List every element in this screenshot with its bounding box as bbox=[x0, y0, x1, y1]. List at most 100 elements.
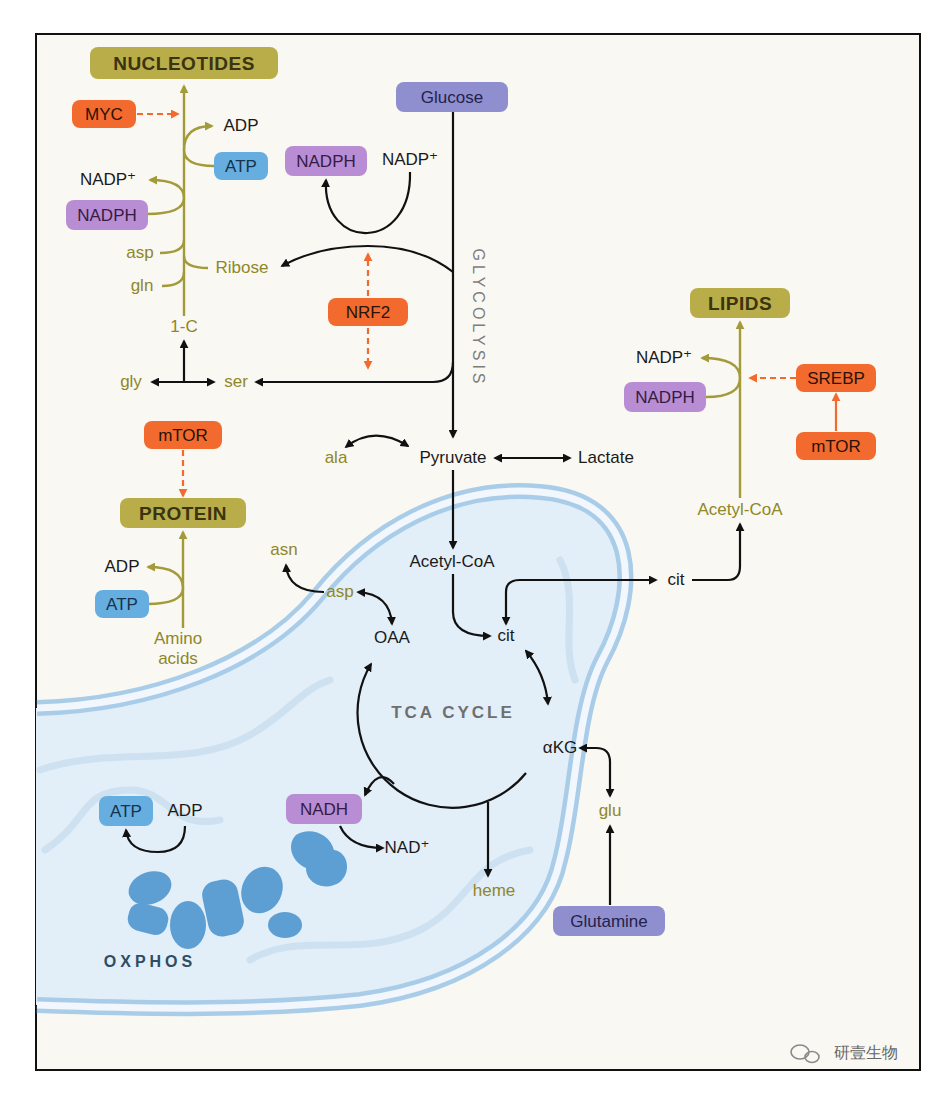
metabolite-label: Ribose bbox=[216, 258, 269, 278]
oxphos-complexes-part bbox=[200, 877, 247, 939]
node-text: mTOR bbox=[158, 427, 208, 444]
mitochondrion-part bbox=[45, 790, 220, 850]
cofactor-box: NADPH bbox=[285, 146, 367, 176]
black-arrows-part bbox=[452, 470, 454, 548]
cofactor-box: ATP bbox=[95, 590, 149, 618]
cofactor-box: NADH bbox=[286, 794, 362, 824]
nutrient-box: Glucose bbox=[396, 82, 508, 112]
oxphos-complexes-part bbox=[170, 901, 206, 949]
mitochondrion-part bbox=[37, 491, 625, 1008]
oxphos-complexes-part bbox=[124, 865, 176, 910]
regulator-arrows-part bbox=[367, 328, 369, 368]
black-arrows-part bbox=[256, 362, 453, 382]
cofactor-box: ATP bbox=[99, 796, 153, 826]
metabolite-label: NADP⁺ bbox=[382, 150, 438, 170]
black-arrows-part bbox=[453, 574, 490, 636]
pathway-label: OXPHOS bbox=[104, 953, 196, 971]
black-arrows-part bbox=[282, 246, 453, 272]
metabolite-label: asp bbox=[126, 243, 153, 263]
mitochondrion-part bbox=[36, 491, 625, 1008]
watermark: 研壹生物 bbox=[834, 1044, 898, 1062]
olive-arrows-part bbox=[702, 358, 740, 397]
pathway-output-box: PROTEIN bbox=[120, 498, 246, 528]
oxphos-complexes-part bbox=[268, 912, 302, 938]
pathway-output-box: LIPIDS bbox=[690, 288, 790, 318]
watermark-icon-part bbox=[805, 1052, 819, 1063]
metabolite-label: asp bbox=[326, 582, 353, 602]
black-arrows-part bbox=[580, 748, 610, 796]
pathway-label: GLYCOLYSIS bbox=[469, 249, 487, 388]
metabolite-label: gly bbox=[120, 372, 142, 392]
regulator-box: mTOR bbox=[144, 421, 222, 449]
cofactor-box: NADPH bbox=[624, 382, 706, 412]
metabolite-label: Amino acids bbox=[146, 629, 210, 668]
metabolite-label: ADP bbox=[105, 557, 140, 577]
pathway-output-box: NUCLEOTIDES bbox=[90, 47, 278, 79]
node-text: NADPH bbox=[296, 153, 356, 170]
olive-arrows bbox=[147, 86, 740, 628]
black-arrows-part bbox=[358, 664, 526, 808]
node-text: NADPH bbox=[635, 389, 695, 406]
black-arrows-part bbox=[358, 592, 392, 624]
black-arrows-part bbox=[487, 802, 489, 876]
nutrient-box: Glutamine bbox=[553, 906, 665, 936]
black-arrows-part bbox=[346, 436, 408, 447]
regulation-arrow bbox=[182, 450, 184, 496]
black-arrows bbox=[126, 112, 740, 905]
black-arrows-part bbox=[183, 341, 185, 382]
regulator-arrows-part bbox=[367, 254, 369, 296]
mitochondrion-part bbox=[560, 560, 575, 680]
node-text: NUCLEOTIDES bbox=[113, 54, 255, 73]
node-text: Glucose bbox=[421, 89, 483, 106]
watermark-icon bbox=[791, 1045, 819, 1063]
node-text: TCA CYCLE bbox=[391, 704, 515, 721]
metabolite-label: NADP⁺ bbox=[80, 170, 136, 190]
regulator-box: SREBP bbox=[796, 364, 876, 392]
regulation-arrow bbox=[835, 394, 837, 431]
black-arrows-part bbox=[495, 457, 570, 459]
olive-arrows-part bbox=[160, 240, 184, 253]
olive-arrows-part bbox=[184, 126, 214, 166]
black-arrows-part bbox=[365, 777, 394, 795]
black-arrows-part bbox=[692, 524, 740, 580]
black-arrows-part bbox=[326, 172, 410, 233]
node-text: LIPIDS bbox=[708, 294, 772, 313]
oxphos-complexes-part bbox=[125, 900, 171, 937]
black-arrows-part bbox=[609, 826, 611, 905]
metabolite-label: ala bbox=[325, 448, 348, 468]
metabolite-label: Pyruvate bbox=[419, 448, 486, 468]
olive-arrows-part bbox=[147, 567, 183, 604]
node-text: SREBP bbox=[807, 370, 865, 387]
metabolite-label: gln bbox=[131, 276, 154, 296]
metabolite-label: OAA bbox=[374, 628, 410, 648]
mitochondrion bbox=[36, 491, 625, 1008]
oxphos-complexes-part bbox=[234, 860, 291, 920]
metabolite-label: Lactate bbox=[578, 448, 634, 468]
watermark-icon-part bbox=[791, 1045, 809, 1059]
regulator-box: mTOR bbox=[796, 432, 876, 460]
node-text: ATP bbox=[110, 803, 142, 820]
black-arrows-part bbox=[506, 580, 656, 624]
mitochondrion-part bbox=[40, 680, 330, 770]
metabolite-label: αKG bbox=[543, 738, 577, 758]
node-text: NADH bbox=[300, 801, 348, 818]
oxphos-complexes bbox=[124, 831, 347, 949]
oxphos-complexes-part bbox=[291, 831, 347, 886]
regulator-arrows-part bbox=[137, 113, 178, 115]
node-text: mTOR bbox=[811, 438, 861, 455]
metabolite-label: Acetyl-CoA bbox=[697, 500, 782, 520]
frame-part bbox=[36, 34, 920, 1070]
regulator-box: MYC bbox=[72, 100, 136, 128]
olive-arrows-part bbox=[739, 322, 741, 498]
frame bbox=[36, 34, 920, 1070]
metabolite-label: cit bbox=[498, 626, 515, 646]
node-text: Glutamine bbox=[570, 913, 647, 930]
regulator-arrows-part bbox=[750, 377, 796, 379]
metabolite-label: ser bbox=[224, 372, 248, 392]
node-text: NRF2 bbox=[346, 304, 390, 321]
metabolite-label: ADP bbox=[224, 116, 259, 136]
metabolite-label: Acetyl-CoA bbox=[409, 552, 494, 572]
cofactor-box: NADPH bbox=[66, 200, 148, 230]
metabolite-label: heme bbox=[473, 881, 516, 901]
